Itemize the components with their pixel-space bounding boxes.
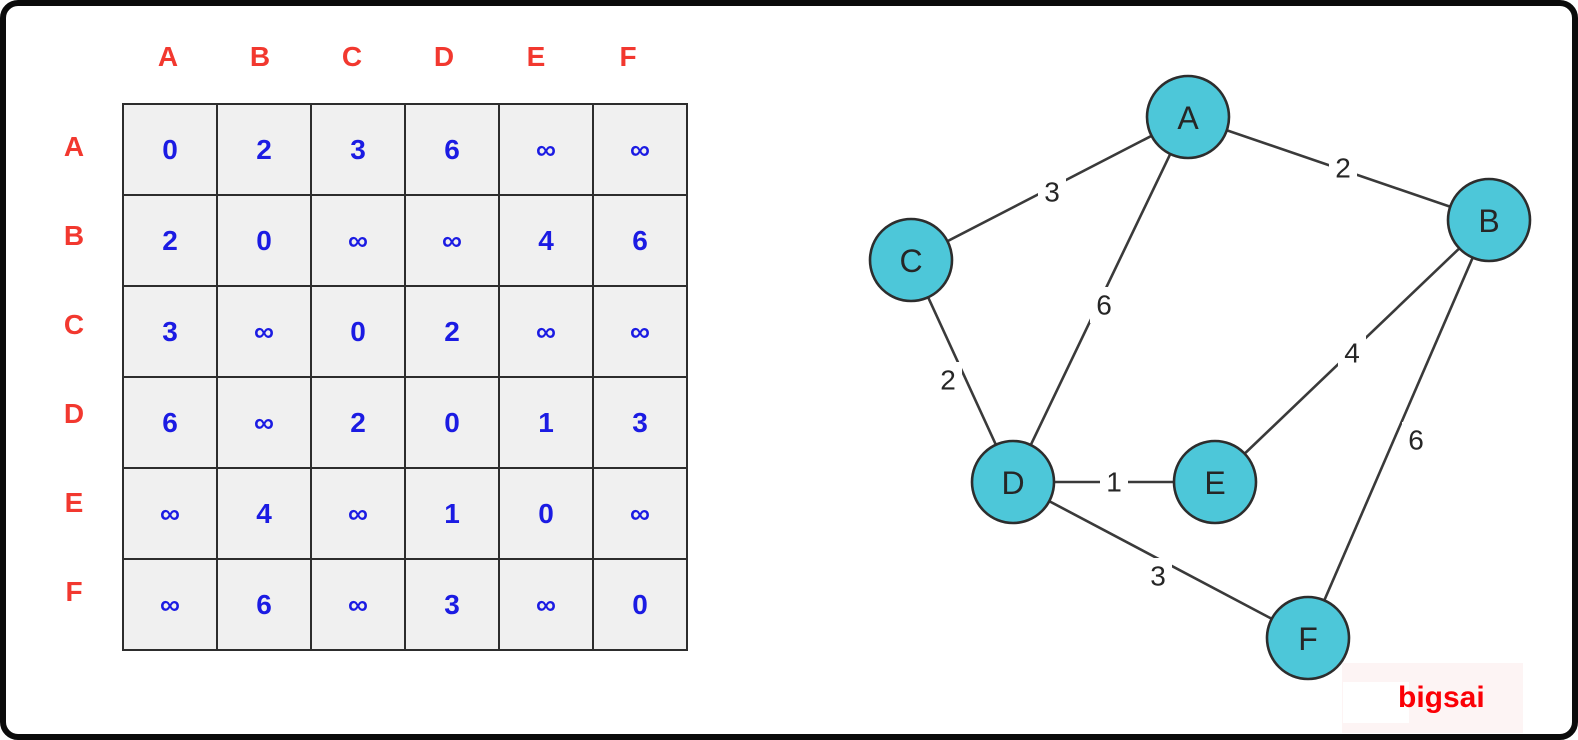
edge-weight-bg-A-B (1329, 150, 1357, 186)
graph-node-label-C: C (899, 243, 922, 279)
matrix-cell-AA: 0 (122, 103, 218, 196)
matrix-col-header-E: E (526, 41, 546, 72)
edge-weight-bg-A-D (1090, 287, 1118, 323)
matrix-cell-FA: ∞ (122, 558, 218, 651)
edge-weight-D-F: 3 (1150, 561, 1166, 592)
matrix-row-F: ∞6∞3∞0 (122, 558, 688, 651)
matrix-cell-CF: ∞ (592, 285, 688, 378)
matrix-cell-AF: ∞ (592, 103, 688, 196)
matrix-cell-BF: 6 (592, 194, 688, 287)
edge-weight-bg-C-D (934, 362, 962, 398)
matrix-cell-AD: 6 (404, 103, 500, 196)
edge-weight-bg-B-F (1402, 422, 1430, 458)
matrix-cell-CB: ∞ (216, 285, 312, 378)
matrix-col-header-C: C (341, 41, 363, 72)
matrix-cell-DD: 0 (404, 376, 500, 469)
watermark-text: bigsai (1398, 681, 1485, 714)
graph-node-F (1265, 595, 1351, 681)
graph-node-E (1172, 439, 1258, 525)
matrix-cell-BD: ∞ (404, 194, 500, 287)
edge-weight-D-E: 1 (1106, 467, 1122, 498)
matrix-cell-FE: ∞ (498, 558, 594, 651)
graph-node-label-A: A (1177, 100, 1199, 136)
matrix-row-header-B: B (63, 220, 85, 251)
matrix-cell-DA: 6 (122, 376, 218, 469)
matrix-col-header-B: B (249, 41, 271, 72)
matrix-cell-DB: ∞ (216, 376, 312, 469)
watermark-white-box (1343, 682, 1409, 723)
matrix-cell-EE: 0 (498, 467, 594, 560)
matrix-cell-CA: 3 (122, 285, 218, 378)
matrix-cell-CD: 2 (404, 285, 500, 378)
matrix-cell-EA: ∞ (122, 467, 218, 560)
matrix-row-header-D: D (63, 398, 85, 429)
graph-node-A (1145, 74, 1231, 160)
graph-node-label-D: D (1001, 465, 1024, 501)
matrix-row-header-E: E (64, 487, 84, 518)
matrix-cell-ED: 1 (404, 467, 500, 560)
edge-weight-bg-D-F (1144, 558, 1172, 594)
graph-node-label-F: F (1298, 621, 1318, 657)
matrix-col-header-F: F (619, 41, 637, 72)
matrix-cell-AC: 3 (310, 103, 406, 196)
matrix-cell-CC: 0 (310, 285, 406, 378)
matrix-cell-BA: 2 (122, 194, 218, 287)
edge-weight-A-C: 3 (1044, 177, 1060, 208)
edge-weight-A-D: 6 (1096, 290, 1112, 321)
matrix-cell-FB: 6 (216, 558, 312, 651)
edge-weight-B-E: 4 (1344, 338, 1360, 369)
edge-weight-A-B: 2 (1335, 153, 1351, 184)
edge-weight-bg-D-E (1100, 464, 1128, 500)
matrix-cell-BB: 0 (216, 194, 312, 287)
edge-weight-bg-B-E (1338, 335, 1366, 371)
matrix-cell-DE: 1 (498, 376, 594, 469)
graph-edge-B-F (1306, 219, 1491, 639)
matrix-cell-BE: 4 (498, 194, 594, 287)
matrix-cell-FD: 3 (404, 558, 500, 651)
matrix-cell-EC: ∞ (310, 467, 406, 560)
matrix-cell-AB: 2 (216, 103, 312, 196)
matrix-cell-FF: 0 (592, 558, 688, 651)
edge-weight-C-D: 2 (940, 365, 956, 396)
matrix-row-header-A: A (63, 131, 85, 162)
graph-node-D (970, 439, 1056, 525)
matrix-col-header-D: D (433, 41, 455, 72)
matrix-cell-BC: ∞ (310, 194, 406, 287)
matrix-cell-FC: ∞ (310, 558, 406, 651)
matrix-cell-AE: ∞ (498, 103, 594, 196)
matrix-row-header-C: C (63, 309, 85, 340)
matrix-col-header-A: A (157, 41, 179, 72)
graph-node-C (868, 217, 954, 303)
graph-node-B (1446, 177, 1532, 263)
graph-node-label-B: B (1478, 203, 1499, 239)
graph-node-label-E: E (1204, 465, 1225, 501)
matrix-cell-CE: ∞ (498, 285, 594, 378)
edge-weight-B-F: 6 (1408, 425, 1424, 456)
matrix-cell-DC: 2 (310, 376, 406, 469)
edge-weight-bg-A-C (1038, 174, 1066, 210)
matrix-cell-EB: 4 (216, 467, 312, 560)
matrix-cell-DF: 3 (592, 376, 688, 469)
matrix-row-header-F: F (65, 576, 83, 607)
matrix-cell-EF: ∞ (592, 467, 688, 560)
